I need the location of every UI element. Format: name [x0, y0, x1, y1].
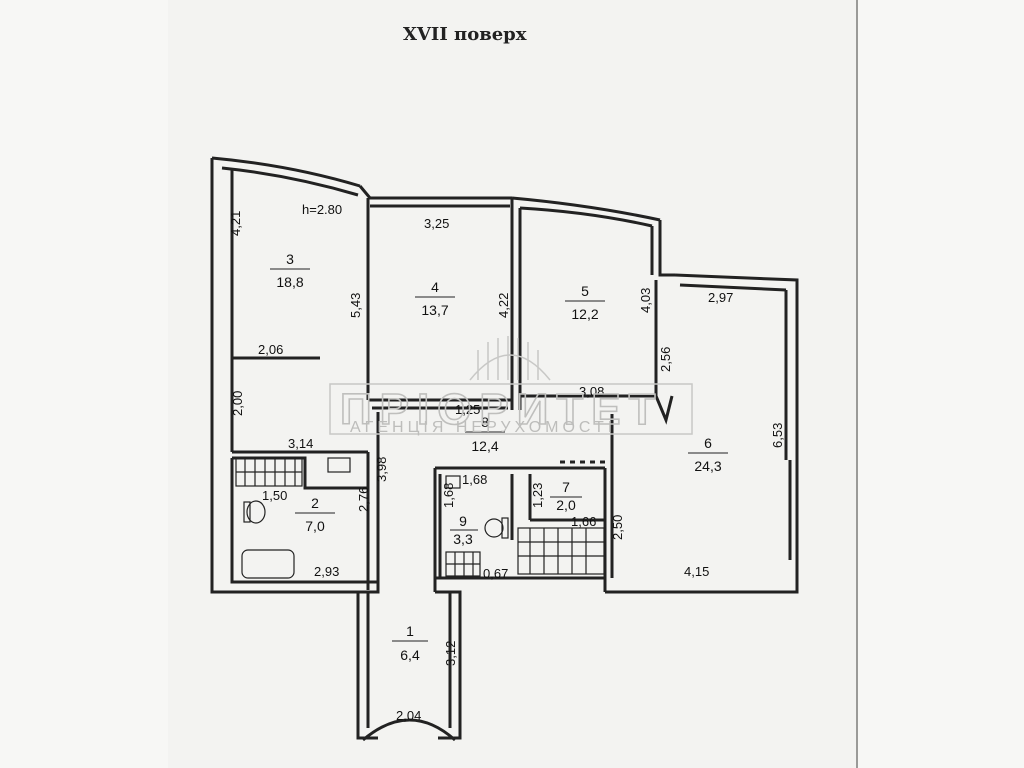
room-number: 1: [406, 623, 414, 639]
tiles: [235, 457, 605, 579]
room-number: 5: [581, 283, 589, 299]
dimension: 4,03: [638, 288, 653, 313]
room-number: 9: [459, 513, 467, 529]
room-area: 13,7: [421, 302, 448, 318]
room-area: 12,4: [471, 438, 498, 454]
page-margin-left: [0, 0, 168, 768]
room-area: 3,3: [453, 531, 473, 547]
ceiling-height: h=2.80: [302, 202, 342, 217]
dimension: 2,97: [708, 290, 733, 305]
floor-title: XVII поверх: [403, 24, 527, 45]
dimension: 3,25: [424, 216, 449, 231]
dimension: 1,68: [441, 483, 456, 508]
dimension: 1,66: [571, 514, 596, 529]
watermark-logo-icon: [469, 336, 551, 381]
dimension: 1,23: [530, 483, 545, 508]
dimension: 1,50: [262, 488, 287, 503]
room-number: 8: [481, 414, 489, 430]
room-area: 2,0: [556, 497, 576, 513]
dimension: 6,53: [770, 423, 785, 448]
dimension: 2,04: [396, 708, 421, 723]
room-area: 7,0: [305, 518, 325, 534]
room-number: 6: [704, 435, 712, 451]
room-labels: 3 18,8 4 13,7 5 12,2 6 24,3 8 12,4 2 7,0…: [270, 251, 728, 663]
room-number: 4: [431, 279, 439, 295]
room-area: 24,3: [694, 458, 721, 474]
room-number: 7: [562, 479, 570, 495]
page-margin-right: [856, 0, 1024, 768]
watermark-tagline: АГЕНЦІЯ НЕРУХОМОСТІ: [350, 419, 616, 436]
walls: [210, 156, 799, 742]
room-area: 6,4: [400, 647, 420, 663]
dimension: 2,00: [230, 391, 245, 416]
dimension-labels: h=2.80 4,21 5,43 2,06 2,00 3,14 3,98 1,5…: [228, 202, 785, 723]
dimension: 4,15: [684, 564, 709, 579]
dimension: 3,12: [443, 641, 458, 666]
room-area: 12,2: [571, 306, 598, 322]
dimension: 3,14: [288, 436, 313, 451]
watermark-brand: ПРІОРИТЕТ: [340, 385, 664, 434]
dimension: 2,93: [314, 564, 339, 579]
dimension: 3,08: [579, 384, 604, 399]
dimension: 2,76: [356, 487, 371, 512]
room-area: 18,8: [276, 274, 303, 290]
watermark: ПРІОРИТЕТ АГЕНЦІЯ НЕРУХОМОСТІ: [329, 336, 693, 436]
dimension: 5,43: [348, 293, 363, 318]
dimension: 4,22: [496, 293, 511, 318]
dimension: 4,21: [228, 211, 243, 236]
dimension: 2,50: [610, 515, 625, 540]
room-number: 3: [286, 251, 294, 267]
room-number: 2: [311, 495, 319, 511]
dimension: 1,68: [462, 472, 487, 487]
dimension: 2,56: [658, 347, 673, 372]
dimension: 1,25: [455, 402, 480, 417]
dimension: 3,98: [374, 457, 389, 482]
dimension: 2,06: [258, 342, 283, 357]
dimension: 0,67: [483, 566, 508, 581]
